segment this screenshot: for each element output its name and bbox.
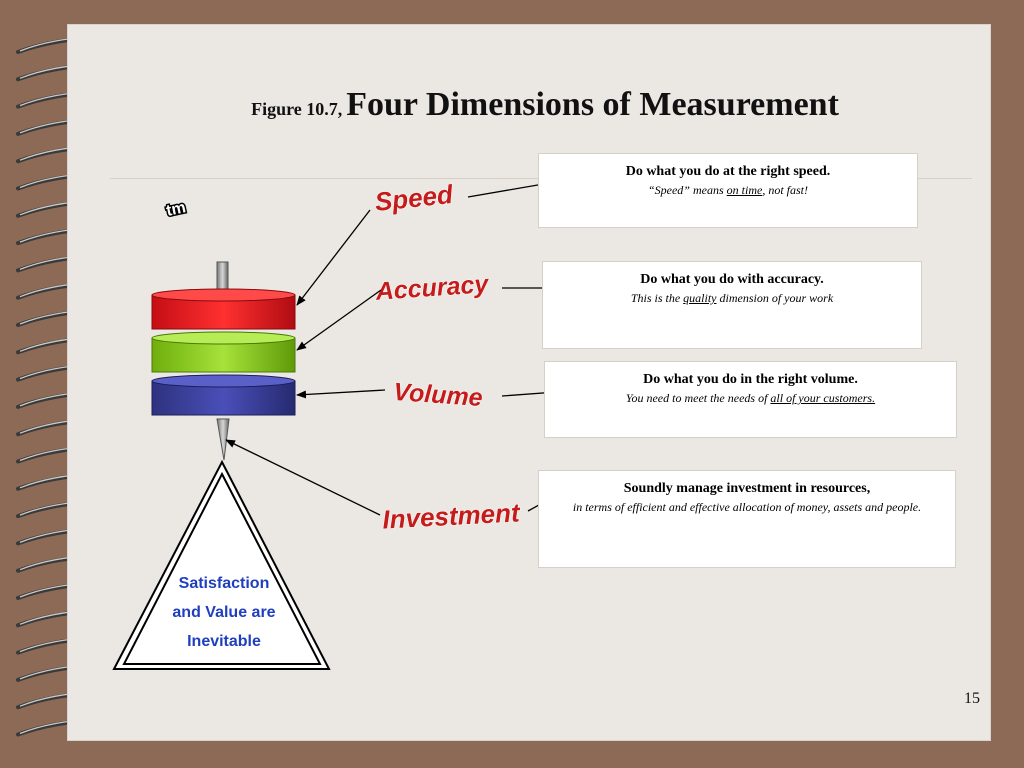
arrow-accuracy-to-disc — [296, 289, 382, 351]
accuracy-description-box: Do what you do with accuracy. This is th… — [542, 261, 922, 349]
page-number: 15 — [964, 690, 980, 707]
figure-label: Figure 10.7, — [251, 99, 343, 119]
speed-description-box: Do what you do at the right speed. “Spee… — [538, 153, 918, 228]
volume-description-box: Do what you do in the right volume. You … — [544, 361, 957, 438]
pole-spike — [216, 418, 230, 461]
arrow-investment-to-spike — [225, 439, 381, 516]
speed-heading: Do what you do at the right speed. — [625, 164, 831, 179]
label-accuracy: Accuracy — [374, 270, 490, 306]
title-main: Four Dimensions of Measurement — [346, 86, 839, 123]
investment-description-box: Soundly manage investment in resources, … — [538, 470, 956, 568]
arrow-volume-to-disc — [296, 389, 386, 399]
accuracy-subtext: This is the quality dimension of your wo… — [630, 291, 834, 305]
tm-logo: tm — [163, 198, 189, 222]
page-title: Figure 10.7, Four Dimensions of Measurem… — [150, 86, 940, 124]
speed-subtext: “Speed” means on time, not fast! — [647, 183, 808, 197]
accuracy-heading: Do what you do with accuracy. — [640, 272, 824, 287]
volume-disc — [151, 374, 296, 416]
investment-heading: Soundly manage investment in resources, — [623, 481, 871, 496]
triangle-line-3: Inevitable — [187, 633, 261, 650]
arrow-speed-to-disc — [296, 209, 371, 306]
investment-subtext: in terms of efficient and effective allo… — [572, 500, 922, 514]
speed-disc — [151, 288, 296, 330]
volume-subtext: You need to meet the needs of all of you… — [625, 391, 876, 405]
accuracy-disc — [151, 331, 296, 373]
triangle-text: Satisfaction and Value are Inevitable — [172, 575, 275, 650]
value-triangle — [112, 459, 331, 670]
label-volume: Volume — [392, 378, 483, 412]
svg-text:tm: tm — [165, 199, 188, 220]
label-speed: Speed — [373, 179, 455, 217]
volume-heading: Do what you do in the right volume. — [643, 372, 858, 387]
triangle-line-2: and Value are — [172, 604, 275, 621]
triangle-line-1: Satisfaction — [179, 575, 270, 592]
label-investment: Investment — [382, 497, 522, 534]
